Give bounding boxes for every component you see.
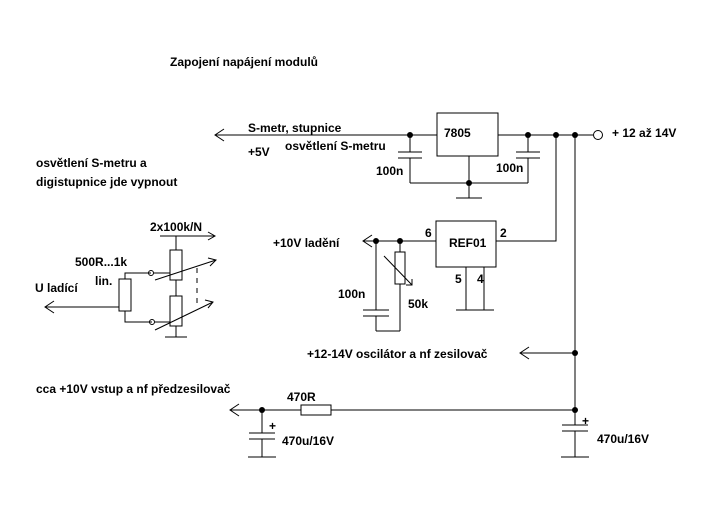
terminal-12v [593, 130, 603, 140]
label-u-ladici: U ladící [35, 281, 78, 295]
arrow-u-ladici [44, 300, 55, 314]
arrow-10v-out [362, 234, 373, 248]
wire-ref-supply [496, 135, 557, 242]
note-line-1: osvětlení S-metru a [36, 156, 147, 170]
pot-50k-adjust-line [383, 255, 413, 286]
label-pin4: 4 [477, 272, 484, 286]
label-cap-100n-c: 100n [338, 287, 365, 301]
pot-50k-adjust-arrow [406, 279, 413, 286]
note-line-2: digistupnice jde vypnout [36, 175, 177, 189]
arrow-5v-out [214, 128, 225, 142]
label-ref01: REF01 [449, 236, 487, 250]
ref01-section [362, 135, 557, 332]
label-cap-470-left: 470u/16V [282, 434, 334, 448]
pot-500r-body [118, 278, 132, 312]
label-r-470: 470R [287, 390, 316, 404]
label-cap-100n-a: 100n [376, 164, 403, 178]
node-bottom-tuning [149, 319, 155, 325]
label-osvetleni-smetru: osvětlení S-metru [285, 139, 386, 153]
junction-ground-7805 [466, 180, 472, 186]
gang-lower-adjust-line [154, 301, 214, 331]
label-lin: lin. [95, 274, 112, 288]
label-pot-2x100k: 2x100k/N [150, 220, 202, 234]
regulator-7805-section [214, 112, 603, 199]
label-vstup-nf: cca +10V vstup a nf předzesilovač [36, 382, 231, 396]
junction-osc [572, 350, 578, 356]
label-plus10-ladeni: +10V ladění [273, 236, 340, 250]
gang-upper-top-arrow [207, 231, 217, 241]
diagram-title: Zapojení napájení modulů [170, 55, 318, 69]
label-pin2: 2 [500, 226, 507, 240]
pot-50k-body [394, 251, 406, 285]
gang-upper-body [169, 249, 183, 281]
label-7805: 7805 [444, 126, 471, 140]
gang-lower-adjust-arrow [204, 299, 214, 309]
label-cap-470-right: 470u/16V [597, 432, 649, 446]
main-rail-section [229, 135, 589, 458]
label-pot-50k: 50k [408, 297, 428, 311]
gang-upper-adjust-line [154, 259, 217, 281]
tuning-network-section [44, 231, 217, 338]
label-plus-left: + [269, 419, 276, 433]
arrow-preamp-out [229, 403, 240, 417]
label-plus12-14v: + 12 až 14V [612, 126, 676, 140]
arrow-osc-out [519, 346, 530, 360]
label-plus5v: +5V [248, 145, 270, 159]
label-smetr-stupnice: S-metr, stupnice [248, 121, 342, 135]
pot-500r-top-wire [124, 272, 151, 279]
resistor-470r [300, 404, 332, 416]
gang-upper-adjust-arrow [207, 257, 217, 267]
pot-500r-bottom-wire [124, 311, 152, 323]
node-top-tuning [148, 270, 154, 276]
label-plus-right: + [582, 414, 589, 428]
label-r-500r: 500R...1k [75, 255, 127, 269]
label-pin5: 5 [455, 272, 462, 286]
label-pin6: 6 [425, 226, 432, 240]
label-cap-100n-b: 100n [496, 161, 523, 175]
label-osc-nf: +12-14V oscilátor a nf zesilovač [307, 347, 488, 361]
